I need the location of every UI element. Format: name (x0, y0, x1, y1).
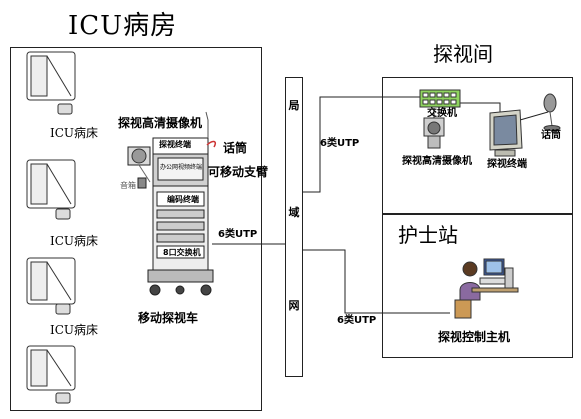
visit-mic (543, 93, 561, 131)
line-lan-to-visit (303, 96, 420, 193)
nurse-station-title: 护士站 (398, 223, 458, 247)
icu-bed-2 (26, 159, 76, 209)
icu-bed-3 (26, 257, 76, 305)
icu-ward-title: ICU病房 (68, 11, 178, 41)
utp-label-cart: 6类UTP (218, 229, 258, 240)
cart-caption: 移动探视车 (138, 311, 199, 325)
icu-bed-4 (26, 345, 76, 391)
lan-label-char-3: 网 (288, 299, 300, 312)
icu-bed-label-3: ICU病床 (50, 323, 99, 337)
lan-box (285, 77, 303, 377)
visit-terminal (489, 109, 523, 157)
cart-encoder-label: 编码终端 (167, 195, 199, 204)
utp-label-nurse: 6类UTP (337, 315, 377, 326)
visit-switch (419, 89, 461, 108)
icu-ward-box (10, 47, 262, 411)
line-switch-to-terminal (460, 102, 501, 113)
cart-terminal-label: 探视终端 (159, 140, 191, 149)
visit-terminal-label: 探视终端 (487, 159, 527, 170)
lan-label-char-2: 域 (288, 206, 300, 219)
cart-audio-label: 音箱 (120, 181, 136, 190)
cart-screen-text: 办公网视频终端 (160, 164, 203, 171)
visit-room-box (382, 77, 573, 214)
phone-icon (55, 103, 73, 404)
line-terminal-to-mic (519, 111, 549, 121)
visit-room-title: 探视间 (433, 42, 493, 66)
network-lines (212, 96, 549, 314)
icu-bed-label-1: ICU病床 (50, 126, 99, 140)
cart-arm-label: 可移动支臂 (208, 165, 269, 179)
visit-switch-label: 交换机 (427, 108, 457, 119)
nurse-host-label: 探视控制主机 (438, 330, 511, 344)
mobile-cart (127, 111, 217, 296)
visit-camera (423, 117, 445, 149)
line-lan-to-nurse (303, 249, 450, 314)
visit-mic-label: 话筒 (541, 130, 561, 141)
operator-workstation (454, 258, 519, 319)
cart-camera-label: 探视高清摄像机 (118, 116, 203, 130)
cart-switch-label: 8口交换机 (163, 248, 201, 257)
icu-bed-1 (26, 51, 76, 101)
lan-label-char-1: 局 (288, 99, 300, 112)
visit-camera-label: 探视高清摄像机 (402, 156, 472, 167)
nurse-station-box (382, 214, 573, 358)
icu-bed-label-2: ICU病床 (50, 234, 99, 248)
utp-label-visit: 6类UTP (320, 138, 360, 149)
cart-mic-label: 话筒 (223, 141, 248, 155)
